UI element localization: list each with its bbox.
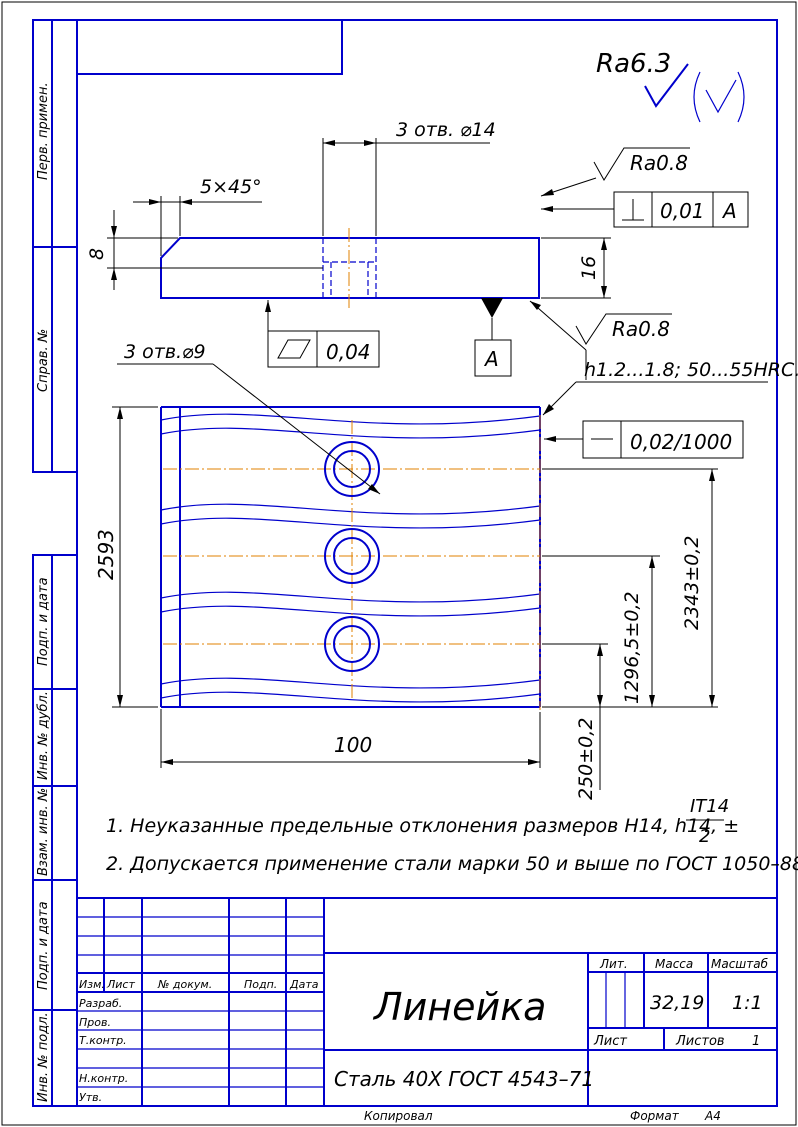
dim-holes-14: 3 отв. ⌀14 [322, 119, 496, 236]
perp-datum: A [721, 199, 737, 223]
dim-2593: 2593 [94, 406, 158, 708]
dim-2343: 2343±0,2 [542, 468, 718, 708]
listov-label: Листов [675, 1034, 725, 1049]
dim-2343-label: 2343±0,2 [681, 536, 703, 631]
dim-8-label: 8 [86, 248, 108, 260]
technical-notes: 1. Неуказанные предельные отклонения раз… [106, 796, 798, 875]
col-izm: Изм. [79, 978, 105, 991]
ra-bottom-label: Ra0.8 [612, 317, 670, 341]
col-list: Лист [106, 978, 135, 991]
flatness-frame: 0,04 [265, 300, 380, 368]
chamfer-label: 5×45° [200, 176, 262, 198]
roughness-bottom: Ra0.8 [529, 300, 672, 380]
label-perv-primen: Перв. примен. [36, 82, 51, 180]
row-razrab: Разраб. [79, 997, 122, 1010]
label-podp-data-2: Подп. и дата [36, 901, 51, 990]
holes-9-label: 3 отв.⌀9 [124, 341, 206, 363]
massa-value: 32,19 [650, 992, 704, 1014]
plan-view [160, 406, 541, 710]
flat-value: 0,04 [326, 340, 371, 364]
note-2: 2. Допускается применение стали марки 50… [106, 853, 798, 875]
general-roughness: Ra6.3 [596, 49, 745, 123]
label-inv-dubl: Инв. № дубл. [36, 691, 51, 780]
holes-9-leader: 3 отв.⌀9 [117, 341, 381, 495]
material: Сталь 40Х ГОСТ 4543–71 [334, 1067, 594, 1091]
dim-100: 100 [160, 709, 541, 768]
dim-1296-label: 1296,5±0,2 [621, 591, 643, 704]
hardness-note: h1.2...1.8; 50...55HRC. [542, 359, 798, 416]
dim-chamfer: 5×45° [133, 176, 262, 256]
perpendicularity-frame: 0,01 A [541, 191, 749, 228]
col-podp: Подп. [244, 978, 277, 991]
dim-2593-label: 2593 [94, 529, 118, 580]
part-name: Линейка [372, 985, 546, 1029]
dim-250: 250±0,2 [542, 643, 608, 800]
label-sprav-no: Справ. № [36, 329, 51, 392]
masshtab-value: 1:1 [732, 992, 763, 1014]
header-masshtab: Масштаб [711, 957, 769, 971]
kopiroval-label: Копировал [364, 1109, 433, 1123]
row-tkontr: Т.контр. [79, 1034, 127, 1047]
label-podp-data-1: Подп. и дата [36, 577, 51, 666]
dim-250-label: 250±0,2 [575, 718, 597, 800]
col-doc: № докум. [157, 978, 212, 991]
holes-14-label: 3 отв. ⌀14 [396, 119, 496, 141]
side-view [160, 228, 540, 308]
sheet-footer: Копировал Формат А4 [364, 1109, 721, 1123]
dim-16: 16 [541, 237, 611, 299]
dim-8: 8 [86, 210, 323, 290]
note-1-numerator: IT14 [690, 796, 729, 817]
perp-value: 0,01 [660, 199, 705, 223]
ra-top-label: Ra0.8 [630, 151, 688, 175]
roughness-top: Ra0.8 [540, 147, 690, 197]
hardness-label: h1.2...1.8; 50...55HRC. [584, 359, 798, 381]
header-lit: Лит. [599, 957, 628, 971]
straightness-frame: 0,02/1000 [544, 420, 744, 459]
row-prov: Пров. [79, 1016, 111, 1029]
col-data: Дата [289, 978, 319, 991]
dim-16-label: 16 [578, 256, 600, 280]
label-inv-podl: Инв. № подл. [36, 1012, 51, 1102]
datum-a: A [474, 298, 512, 377]
row-utv: Утв. [79, 1091, 102, 1104]
dim-1296: 1296,5±0,2 [542, 555, 660, 707]
straight-value: 0,02/1000 [630, 430, 732, 454]
listov-value: 1 [752, 1034, 760, 1049]
note-1-denominator: 2 [699, 826, 710, 847]
list-label: Лист [593, 1034, 627, 1049]
format-label: Формат [630, 1109, 680, 1123]
datum-label: A [483, 347, 499, 371]
title-block: Изм. Лист № докум. Подп. Дата Разраб. Пр… [76, 897, 778, 1107]
side-stamp: Перв. примен. Справ. № Подп. и дата Инв.… [32, 19, 78, 1107]
roughness-general-label: Ra6.3 [596, 49, 671, 79]
row-nkontr: Н.контр. [79, 1072, 128, 1085]
note-1: 1. Неуказанные предельные отклонения раз… [106, 815, 739, 837]
format-value: А4 [704, 1109, 721, 1123]
dim-100-label: 100 [334, 733, 372, 757]
header-massa: Масса [655, 957, 693, 971]
label-vzam-inv: Взам. инв. № [36, 788, 51, 876]
